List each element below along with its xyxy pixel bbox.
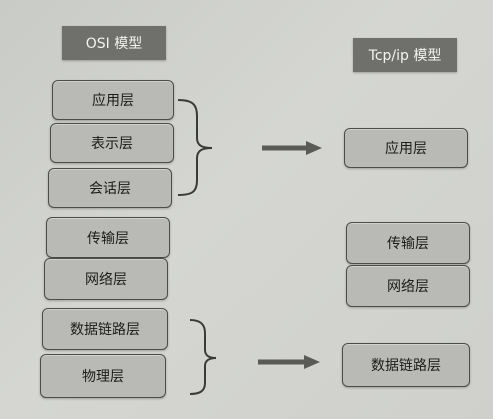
osi-presentation-layer: 表示层 xyxy=(50,123,174,163)
upper-arrow-head xyxy=(306,141,322,155)
osi-physical-layer: 物理层 xyxy=(40,354,166,398)
osi-session-layer: 会话层 xyxy=(48,168,172,208)
lower-brace xyxy=(189,319,217,395)
osi-model-header: OSI 模型 xyxy=(62,26,166,60)
tcpip-transport-layer: 传输层 xyxy=(346,222,470,264)
osi-network-layer: 网络层 xyxy=(44,258,168,300)
upper-brace xyxy=(177,99,213,196)
tcpip-network-layer: 网络层 xyxy=(346,265,470,307)
lower-arrow-head xyxy=(304,355,320,369)
osi-application-layer: 应用层 xyxy=(52,80,174,120)
osi-transport-layer: 传输层 xyxy=(46,217,170,258)
tcpip-application-layer: 应用层 xyxy=(344,128,468,168)
osi-data-link-layer: 数据链路层 xyxy=(42,308,168,350)
tcpip-data-link-layer: 数据链路层 xyxy=(342,343,470,387)
tcpip-model-header: Tcp/ip 模型 xyxy=(353,38,457,72)
